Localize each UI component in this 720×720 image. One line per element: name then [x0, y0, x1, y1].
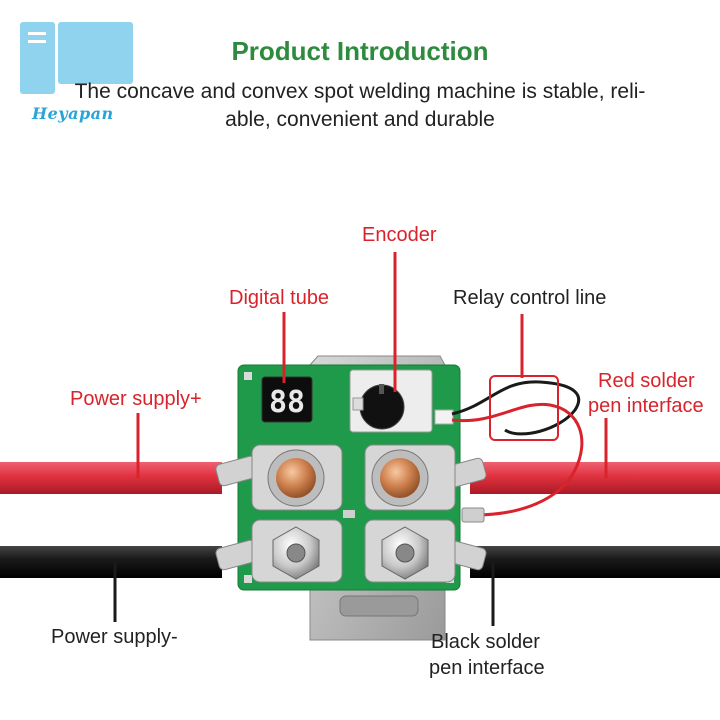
label-power-supply-plus: Power supply+: [70, 388, 202, 410]
page-subtitle: The concave and convex spot welding mach…: [60, 78, 660, 134]
subtitle-line-2: able, convenient and durable: [225, 108, 495, 131]
brand-logo: Heyapan: [20, 20, 135, 125]
label-power-supply-minus: Power supply-: [51, 626, 178, 648]
subtitle-line-1: The concave and convex spot welding mach…: [74, 80, 646, 103]
label-encoder: Encoder: [362, 224, 437, 246]
label-red-solder-line1: Red solder: [598, 370, 695, 392]
red-cable-right: [470, 462, 720, 494]
label-black-solder-line2: pen interface: [429, 657, 545, 679]
digital-tube-display: [261, 376, 313, 423]
relay-wire-black: [451, 380, 581, 436]
red-cable-left: [0, 462, 222, 494]
label-relay-control-line: Relay control line: [453, 287, 607, 309]
label-black-solder-line1: Black solder: [431, 631, 540, 653]
black-cable-right: [470, 546, 720, 578]
digital-tube-readout: 88: [269, 385, 305, 420]
logo-tower-icon: [20, 22, 55, 94]
brand-name: Heyapan: [32, 104, 114, 123]
page-title: Product Introduction: [231, 36, 489, 66]
label-digital-tube: Digital tube: [229, 287, 330, 309]
logo-monitor-icon: [58, 22, 133, 84]
relay-connector: [434, 409, 454, 425]
label-red-solder-line2: pen interface: [588, 395, 704, 417]
relay-wire-red: [451, 402, 584, 517]
black-cable-left: [0, 546, 222, 578]
plate-slot: [339, 595, 419, 617]
relay-highlight-box: [489, 375, 559, 441]
